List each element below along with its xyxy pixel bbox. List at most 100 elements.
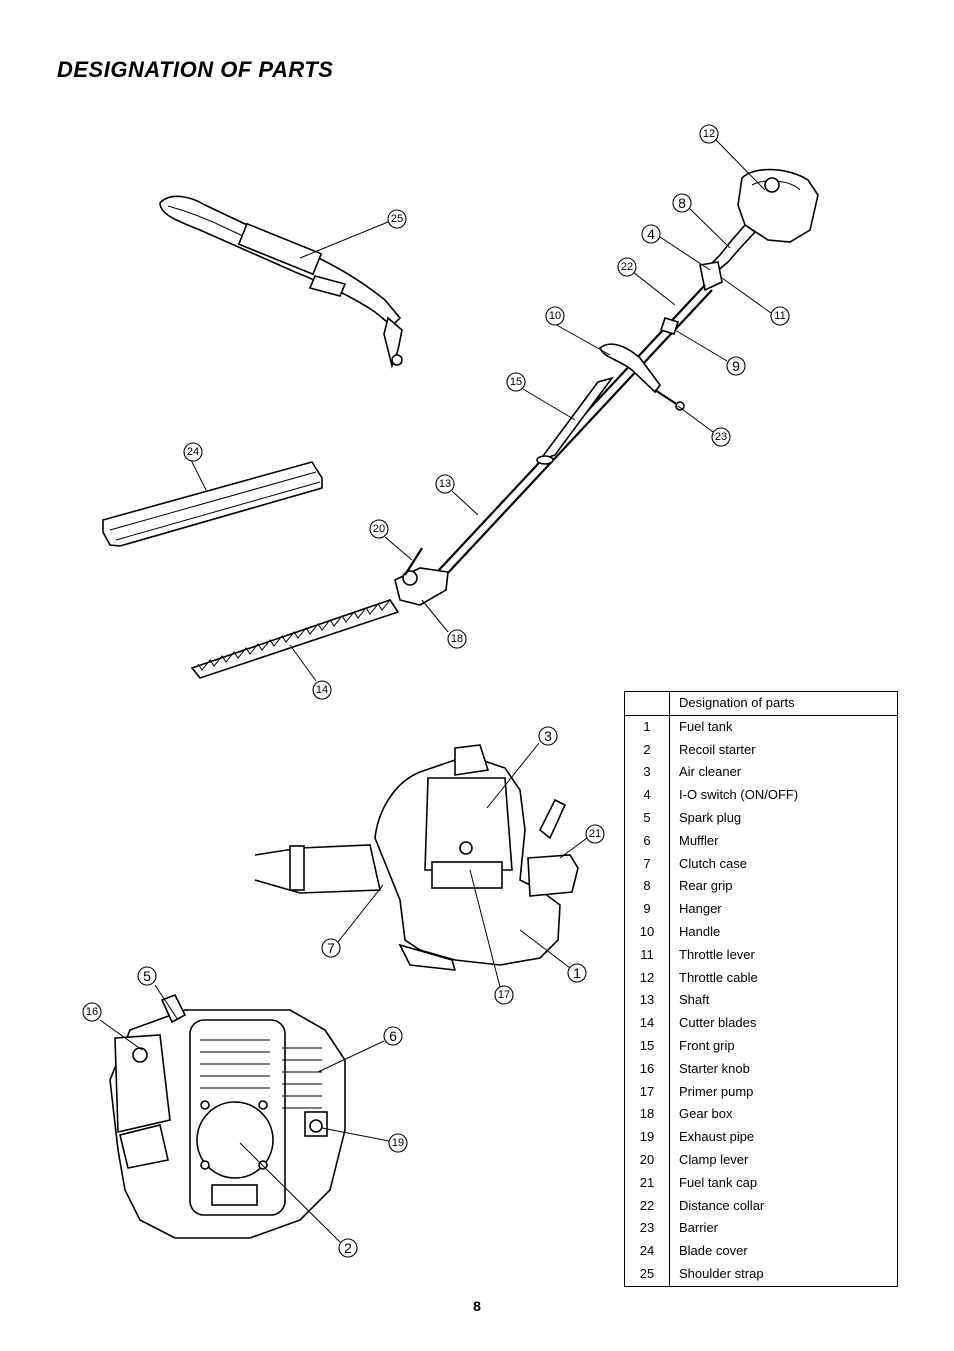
part-name: Rear grip xyxy=(669,875,898,899)
svg-text:9: 9 xyxy=(732,358,740,374)
part-number: 5 xyxy=(624,806,670,830)
svg-text:21: 21 xyxy=(589,828,601,840)
part-name: Barrier xyxy=(669,1217,898,1241)
part-number: 3 xyxy=(624,761,670,785)
part-name: Primer pump xyxy=(669,1080,898,1104)
part-name: Exhaust pipe xyxy=(669,1126,898,1149)
leader-lines xyxy=(99,139,772,1243)
part-number: 15 xyxy=(624,1034,670,1058)
part-number: 1 xyxy=(624,715,670,739)
part-name: Cutter blades xyxy=(669,1012,898,1035)
part-number: 14 xyxy=(624,1012,670,1035)
part-number: 6 xyxy=(624,829,670,853)
callout-13: 13 xyxy=(435,474,455,494)
callout-2: 2 xyxy=(338,1238,358,1258)
part-name: Throttle lever xyxy=(669,943,898,967)
svg-text:20: 20 xyxy=(373,523,385,535)
svg-text:16: 16 xyxy=(86,1006,98,1018)
part-name: Handle xyxy=(669,920,898,944)
svg-text:24: 24 xyxy=(187,446,199,458)
callout-5: 5 xyxy=(137,966,157,986)
part-number: 10 xyxy=(624,920,670,944)
callout-21: 21 xyxy=(585,824,605,844)
part-number: 21 xyxy=(624,1171,670,1195)
part-number: 17 xyxy=(624,1080,670,1104)
part-name: Fuel tank cap xyxy=(669,1171,898,1195)
callout-14: 14 xyxy=(312,680,332,700)
part-name: Air cleaner xyxy=(669,761,898,785)
svg-text:2: 2 xyxy=(344,1240,352,1256)
svg-text:8: 8 xyxy=(678,195,686,211)
part-name: Front grip xyxy=(669,1034,898,1058)
callout-24: 24 xyxy=(183,442,203,462)
svg-text:1: 1 xyxy=(573,965,581,981)
svg-text:11: 11 xyxy=(774,310,785,322)
callout-16: 16 xyxy=(82,1002,102,1022)
engine-rear-drawing xyxy=(109,993,346,1239)
callout-7: 7 xyxy=(321,938,341,958)
callout-15: 15 xyxy=(506,372,526,392)
shoulder-strap-drawing xyxy=(159,195,403,369)
part-number: 23 xyxy=(624,1217,670,1241)
svg-text:5: 5 xyxy=(143,968,151,984)
callout-8: 8 xyxy=(672,193,692,213)
callout-3: 3 xyxy=(538,726,558,746)
part-name: Throttle cable xyxy=(669,966,898,990)
svg-text:15: 15 xyxy=(510,376,522,388)
callout-19: 19 xyxy=(388,1133,408,1153)
svg-text:12: 12 xyxy=(703,128,715,140)
part-name: Spark plug xyxy=(669,806,898,830)
svg-text:4: 4 xyxy=(647,226,655,242)
callout-20: 20 xyxy=(369,519,389,539)
callout-18: 18 xyxy=(447,629,467,649)
part-name: Distance collar xyxy=(669,1194,898,1218)
callout-17: 17 xyxy=(494,985,514,1005)
part-name: Shoulder strap xyxy=(669,1262,898,1287)
callout-9: 9 xyxy=(726,356,746,376)
svg-text:17: 17 xyxy=(498,989,510,1001)
part-number: 13 xyxy=(624,989,670,1013)
svg-text:6: 6 xyxy=(389,1028,397,1044)
part-name: Blade cover xyxy=(669,1240,898,1263)
callout-25: 25 xyxy=(387,209,407,229)
svg-text:3: 3 xyxy=(544,728,552,744)
part-number: 8 xyxy=(624,875,670,899)
part-name: Hanger xyxy=(669,898,898,921)
part-name: Starter knob xyxy=(669,1057,898,1081)
page-number: 8 xyxy=(473,1298,481,1314)
part-number: 2 xyxy=(624,738,670,762)
svg-text:22: 22 xyxy=(621,261,633,273)
svg-text:14: 14 xyxy=(316,684,328,696)
part-number: 25 xyxy=(624,1262,670,1287)
callout-6: 6 xyxy=(383,1026,403,1046)
callout-markers: 1 2 3 4 5 6 7 8 9 10 11 12 13 14 15 16 1… xyxy=(82,124,790,1258)
callout-23: 23 xyxy=(711,427,731,447)
engine-side-drawing xyxy=(254,744,579,971)
hedge-trimmer-drawing xyxy=(190,168,819,679)
svg-text:18: 18 xyxy=(451,633,463,645)
part-number: 24 xyxy=(624,1240,670,1263)
part-name: Fuel tank xyxy=(669,715,898,739)
